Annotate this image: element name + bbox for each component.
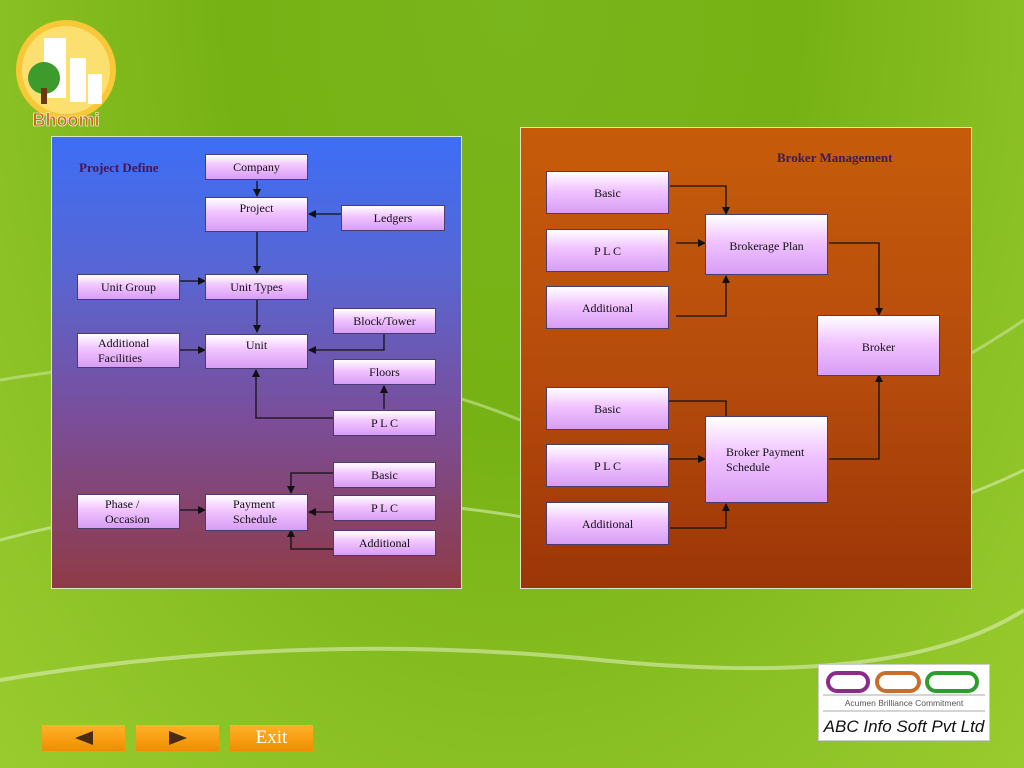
- project-define-panel: Project Define Company Project Ledgers U…: [51, 136, 462, 589]
- broker-additional-box-2[interactable]: Additional: [546, 502, 669, 545]
- payment-schedule-box[interactable]: Payment Schedule: [205, 494, 308, 531]
- phase-occasion-box[interactable]: Phase / Occasion: [77, 494, 180, 529]
- ledgers-box[interactable]: Ledgers: [341, 205, 445, 231]
- broker-additional-box[interactable]: Additional: [546, 286, 669, 329]
- floors-box[interactable]: Floors: [333, 359, 436, 385]
- abc-tagline: Acumen Brilliance Commitment: [845, 698, 964, 708]
- abc-mark: [826, 671, 979, 693]
- project-box[interactable]: Project: [205, 197, 308, 232]
- unit-box[interactable]: Unit: [205, 334, 308, 369]
- broker-basic-box-2[interactable]: Basic: [546, 387, 669, 430]
- broker-plc-box[interactable]: P L C: [546, 229, 669, 272]
- company-box[interactable]: Company: [205, 154, 308, 180]
- broker-basic-box[interactable]: Basic: [546, 171, 669, 214]
- left-triangle-icon: [74, 731, 93, 745]
- additional-box[interactable]: Additional: [333, 530, 436, 556]
- plc-box-2[interactable]: P L C: [333, 495, 436, 521]
- previous-button[interactable]: [42, 725, 125, 751]
- broker-payment-schedule-box[interactable]: Broker Payment Schedule: [705, 416, 828, 503]
- block-tower-box[interactable]: Block/Tower: [333, 308, 436, 334]
- brokerage-plan-box[interactable]: Brokerage Plan: [705, 214, 828, 275]
- basic-box[interactable]: Basic: [333, 462, 436, 488]
- next-button[interactable]: [136, 725, 219, 751]
- exit-button[interactable]: Exit: [230, 725, 313, 751]
- project-define-connectors: [180, 181, 388, 550]
- broker-box[interactable]: Broker: [817, 315, 940, 376]
- bhoomi-wordmark: Bhoomi: [33, 110, 100, 130]
- additional-facilities-box[interactable]: Additional Facilities: [77, 333, 180, 368]
- broker-management-title: Broker Management: [777, 150, 893, 165]
- broker-plc-box-2[interactable]: P L C: [546, 444, 669, 487]
- right-triangle-icon: [168, 731, 187, 745]
- broker-management-panel: Broker Management Basic P L C Additional…: [520, 127, 972, 589]
- abc-info-soft-logo: Acumen Brilliance Commitment ABC Info So…: [818, 664, 990, 741]
- unit-group-box[interactable]: Unit Group: [77, 274, 180, 300]
- plc-box[interactable]: P L C: [333, 410, 436, 436]
- abc-company-name: ABC Info Soft Pvt Ltd: [823, 717, 985, 736]
- broker-management-connectors: [666, 185, 883, 529]
- project-define-title: Project Define: [79, 160, 159, 175]
- unit-types-box[interactable]: Unit Types: [205, 274, 308, 300]
- bhoomi-logo: Bhoomi: [14, 18, 118, 132]
